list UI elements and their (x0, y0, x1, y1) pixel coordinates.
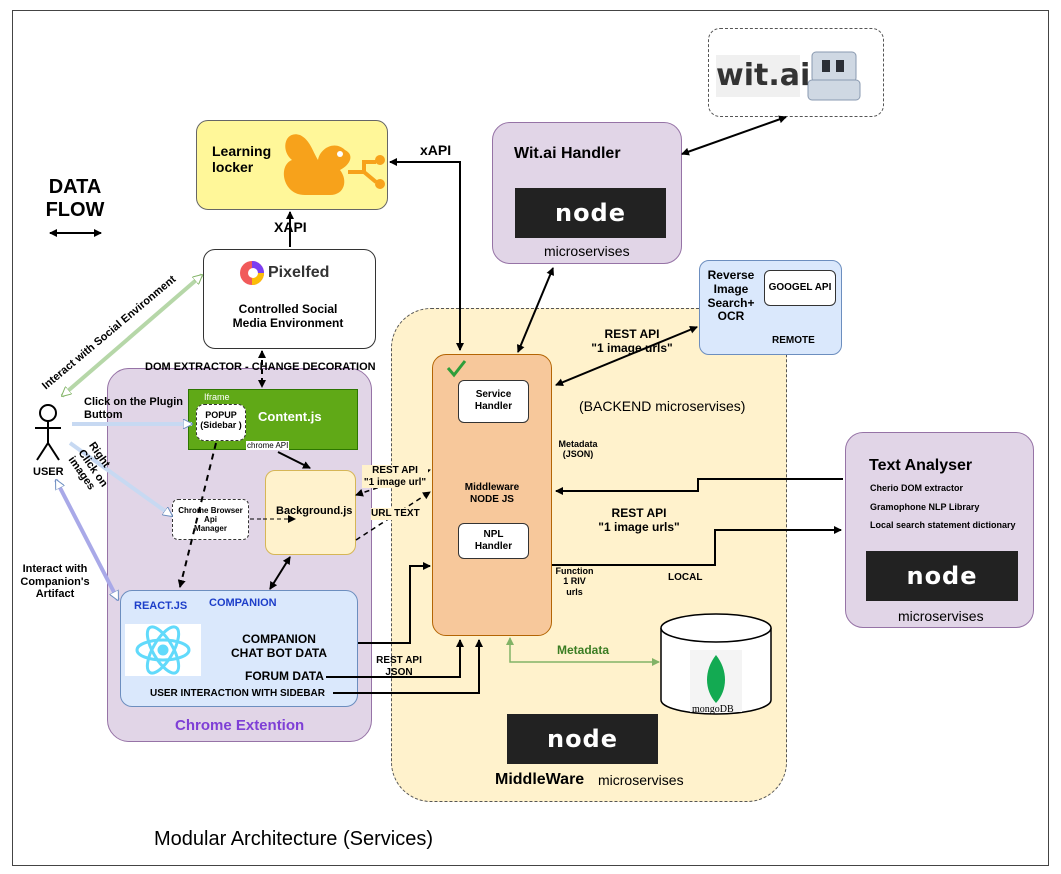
text-analyser-sub: microservises (898, 608, 984, 624)
rest-api-ocr-label: REST API"1 image urls" (591, 327, 673, 355)
googel-api-label: GOOGEL API (768, 282, 832, 293)
xapi-top-label: xAPI (420, 142, 452, 158)
middleware-footer-title: MiddleWare (495, 771, 585, 788)
node-logo-text-analyser: node (866, 551, 1018, 601)
text-analyser-item-3: Local search statement dictionary (870, 520, 1016, 530)
companion-title: COMPANION (209, 597, 277, 609)
remote-label: REMOTE (772, 335, 815, 346)
chrome-browser-api-box (172, 499, 249, 540)
text-analyser-item-2: Gramophone NLP Library (870, 502, 980, 512)
user-label: USER (33, 466, 64, 478)
content-js-label: Content.js (258, 409, 322, 424)
text-analyser-item-1: Cherio DOM extractor (870, 483, 964, 493)
witai-handler-sub: microservises (544, 243, 630, 259)
forum-data-label: FORUM DATA (245, 669, 324, 683)
background-js-box (265, 470, 356, 555)
service-handler-box (458, 380, 529, 423)
check-icon (446, 360, 467, 378)
react-icon (125, 624, 201, 676)
local-label: LOCAL (668, 572, 703, 583)
diagram-title: Modular Architecture (Services) (154, 828, 433, 850)
dom-extractor-label: DOM EXTRACTOR - CHANGE DECORATION (145, 361, 376, 373)
middleware-footer-sub: microservises (598, 772, 684, 788)
react-label: REACT.JS (134, 600, 188, 612)
rest-api-bg-label: REST API"1 image url" (362, 465, 428, 488)
background-js-label: Background.js (276, 505, 353, 517)
pixelfed-logo-text: Pixelfed (268, 264, 330, 281)
text-analyser-title: Text Analyser (869, 457, 973, 474)
node-logo-witai: node (515, 188, 666, 238)
user-stick-figure (35, 404, 61, 461)
popup-box[interactable] (196, 404, 246, 441)
url-text-label: URL TEXT (371, 508, 420, 520)
popup-label: POPUP(Sidebar ) (200, 410, 242, 431)
diagram-frame (12, 10, 1049, 866)
rest-api-text-label: REST API"1 image urls" (598, 506, 680, 534)
iframe-label: Iframe (204, 392, 230, 402)
mongodb-cylinder (660, 613, 772, 715)
metadata-label: Metadata (557, 643, 610, 657)
pixelfed-box (203, 249, 376, 349)
witai-logo: wit.ai (716, 55, 810, 97)
user-interaction-label: USER INTERACTION WITH SIDEBAR (150, 688, 325, 699)
squirrel-icon (283, 134, 385, 195)
xapi-left-label: XAPI (274, 219, 307, 235)
node-logo-middleware: node (507, 714, 658, 764)
backend-label: (BACKEND microservises) (579, 398, 746, 414)
npl-handler-box (458, 523, 529, 559)
pixelfed-icon (240, 261, 264, 285)
googel-api-box (764, 270, 836, 306)
witai-handler-title: Wit.ai Handler (514, 145, 621, 162)
robot-icon (807, 51, 861, 101)
chrome-extension-label: Chrome Extention (175, 717, 305, 734)
mongodb-label: mongoDB (692, 704, 734, 715)
chrome-api-label: chrome API (246, 441, 290, 451)
metadata-json-label: Metadata(JSON) (558, 439, 598, 460)
